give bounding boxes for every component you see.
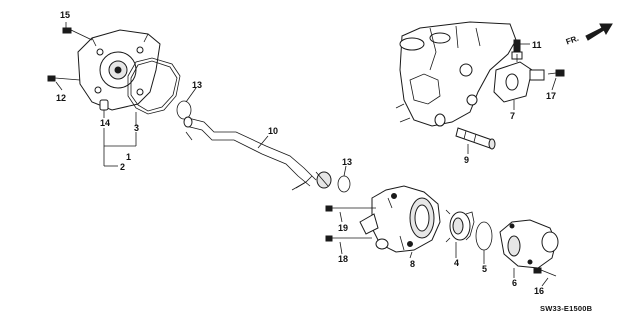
pump-gasket — [127, 57, 181, 115]
callout-13-lower: 13 — [342, 157, 352, 167]
cover-bolt-16 — [533, 267, 557, 277]
pump-bolt-12 — [47, 75, 81, 82]
callout-11: 11 — [532, 40, 542, 50]
housing-bolt-18 — [325, 235, 372, 242]
thermostat-4 — [445, 209, 475, 243]
callout-14: 14 — [100, 118, 110, 128]
callout-8: 8 — [410, 259, 415, 269]
thermostat-gasket-5 — [475, 221, 493, 251]
callout-1: 1 — [126, 152, 131, 162]
leader-lines — [55, 22, 557, 287]
direction-label: FR. — [565, 34, 580, 47]
housing-bolt-19 — [325, 205, 376, 212]
callout-17: 17 — [546, 91, 556, 101]
callout-15: 15 — [60, 10, 70, 20]
callout-10: 10 — [268, 126, 278, 136]
pump-bolt-15 — [62, 27, 93, 41]
temperature-sensor-11 — [511, 39, 523, 62]
water-passage-pipe-10 — [183, 116, 332, 191]
callout-7: 7 — [510, 111, 515, 121]
callout-16: 16 — [534, 286, 544, 296]
thermostat-housing-8 — [359, 185, 441, 253]
water-pump-assembly — [77, 29, 161, 111]
drawing-code: SW33-E1500B — [540, 304, 593, 313]
callout-6: 6 — [512, 278, 517, 288]
callout-12: 12 — [56, 93, 66, 103]
dowel-pin-14 — [99, 99, 109, 111]
o-ring-13-lower — [337, 175, 351, 193]
callout-18: 18 — [338, 254, 348, 264]
callout-numbers: 15 12 14 3 1 2 13 10 13 19 18 8 4 5 6 16… — [56, 10, 556, 296]
engine-head-section — [395, 21, 517, 127]
callout-13-upper: 13 — [192, 80, 202, 90]
thermostat-cover-6 — [499, 219, 559, 269]
callout-19: 19 — [338, 223, 348, 233]
callout-2: 2 — [120, 162, 125, 172]
callout-9: 9 — [464, 155, 469, 165]
callout-5: 5 — [482, 264, 487, 274]
front-direction-arrow: FR. — [565, 23, 613, 47]
bypass-pipe-9 — [434, 113, 496, 150]
callout-4: 4 — [454, 258, 459, 268]
o-ring-13-upper — [176, 100, 192, 120]
callout-3: 3 — [134, 123, 139, 133]
sensor-17 — [547, 69, 565, 77]
sensor-fitting-7 — [493, 61, 545, 103]
